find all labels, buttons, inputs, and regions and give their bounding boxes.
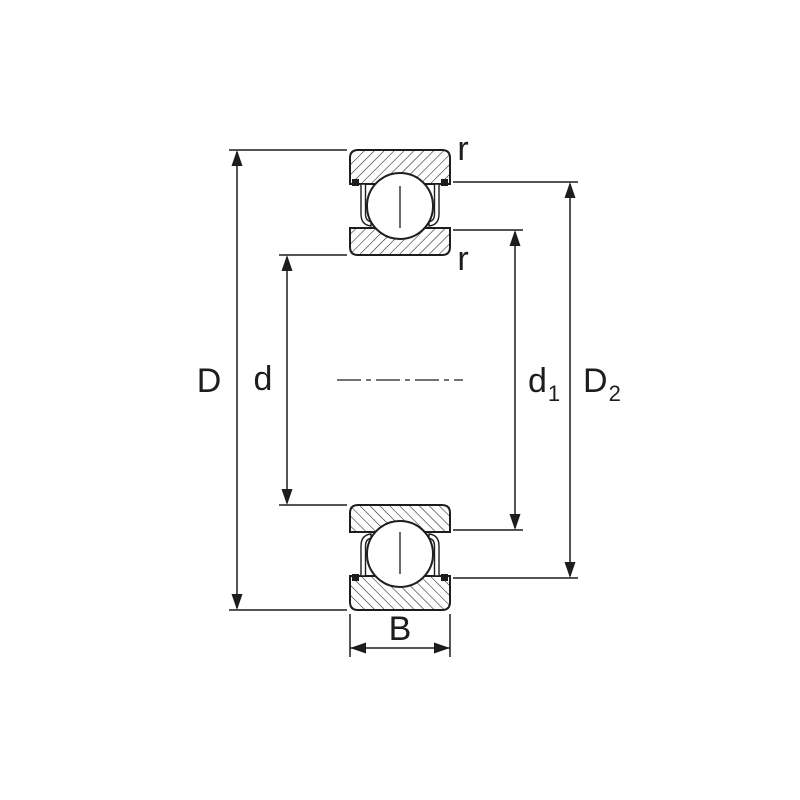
label-D2-subscript: 2 <box>609 381 621 406</box>
arrowhead-down <box>564 562 576 578</box>
label-D2: D2 <box>583 362 621 406</box>
arrowhead-down <box>281 489 293 505</box>
label-chamfer-outer: r <box>457 130 468 168</box>
label-width: B <box>389 610 412 648</box>
dimension-D: D <box>197 149 347 611</box>
arrowhead-left <box>350 642 366 654</box>
arrowhead-up <box>281 255 293 271</box>
outer-ring <box>349 149 451 185</box>
arrowhead-right <box>434 642 450 654</box>
inner-ring <box>349 227 451 256</box>
shield-anchor-left <box>352 179 359 186</box>
arrowhead-up <box>509 230 521 246</box>
dimension-d: d <box>254 254 347 506</box>
arrowhead-down <box>509 514 521 530</box>
label-outer-diameter: D <box>197 362 222 400</box>
label-D2-base: D <box>583 362 608 400</box>
dimension-D2: D2 <box>453 181 621 579</box>
arrowhead-up <box>231 150 243 166</box>
dimension-B: B <box>349 610 451 657</box>
arrowhead-up <box>564 182 576 198</box>
arrowhead-down <box>231 594 243 610</box>
label-d1-subscript: 1 <box>548 381 560 406</box>
dimension-d1: d1 <box>453 229 560 531</box>
label-chamfer-inner: r <box>457 240 468 278</box>
label-d1: d1 <box>528 362 560 406</box>
bearing-section-top <box>349 149 451 256</box>
bearing-section-bottom <box>349 504 451 611</box>
label-bore-diameter: d <box>254 360 273 398</box>
shield-anchor-right <box>441 179 448 186</box>
label-d1-base: d <box>528 362 547 400</box>
